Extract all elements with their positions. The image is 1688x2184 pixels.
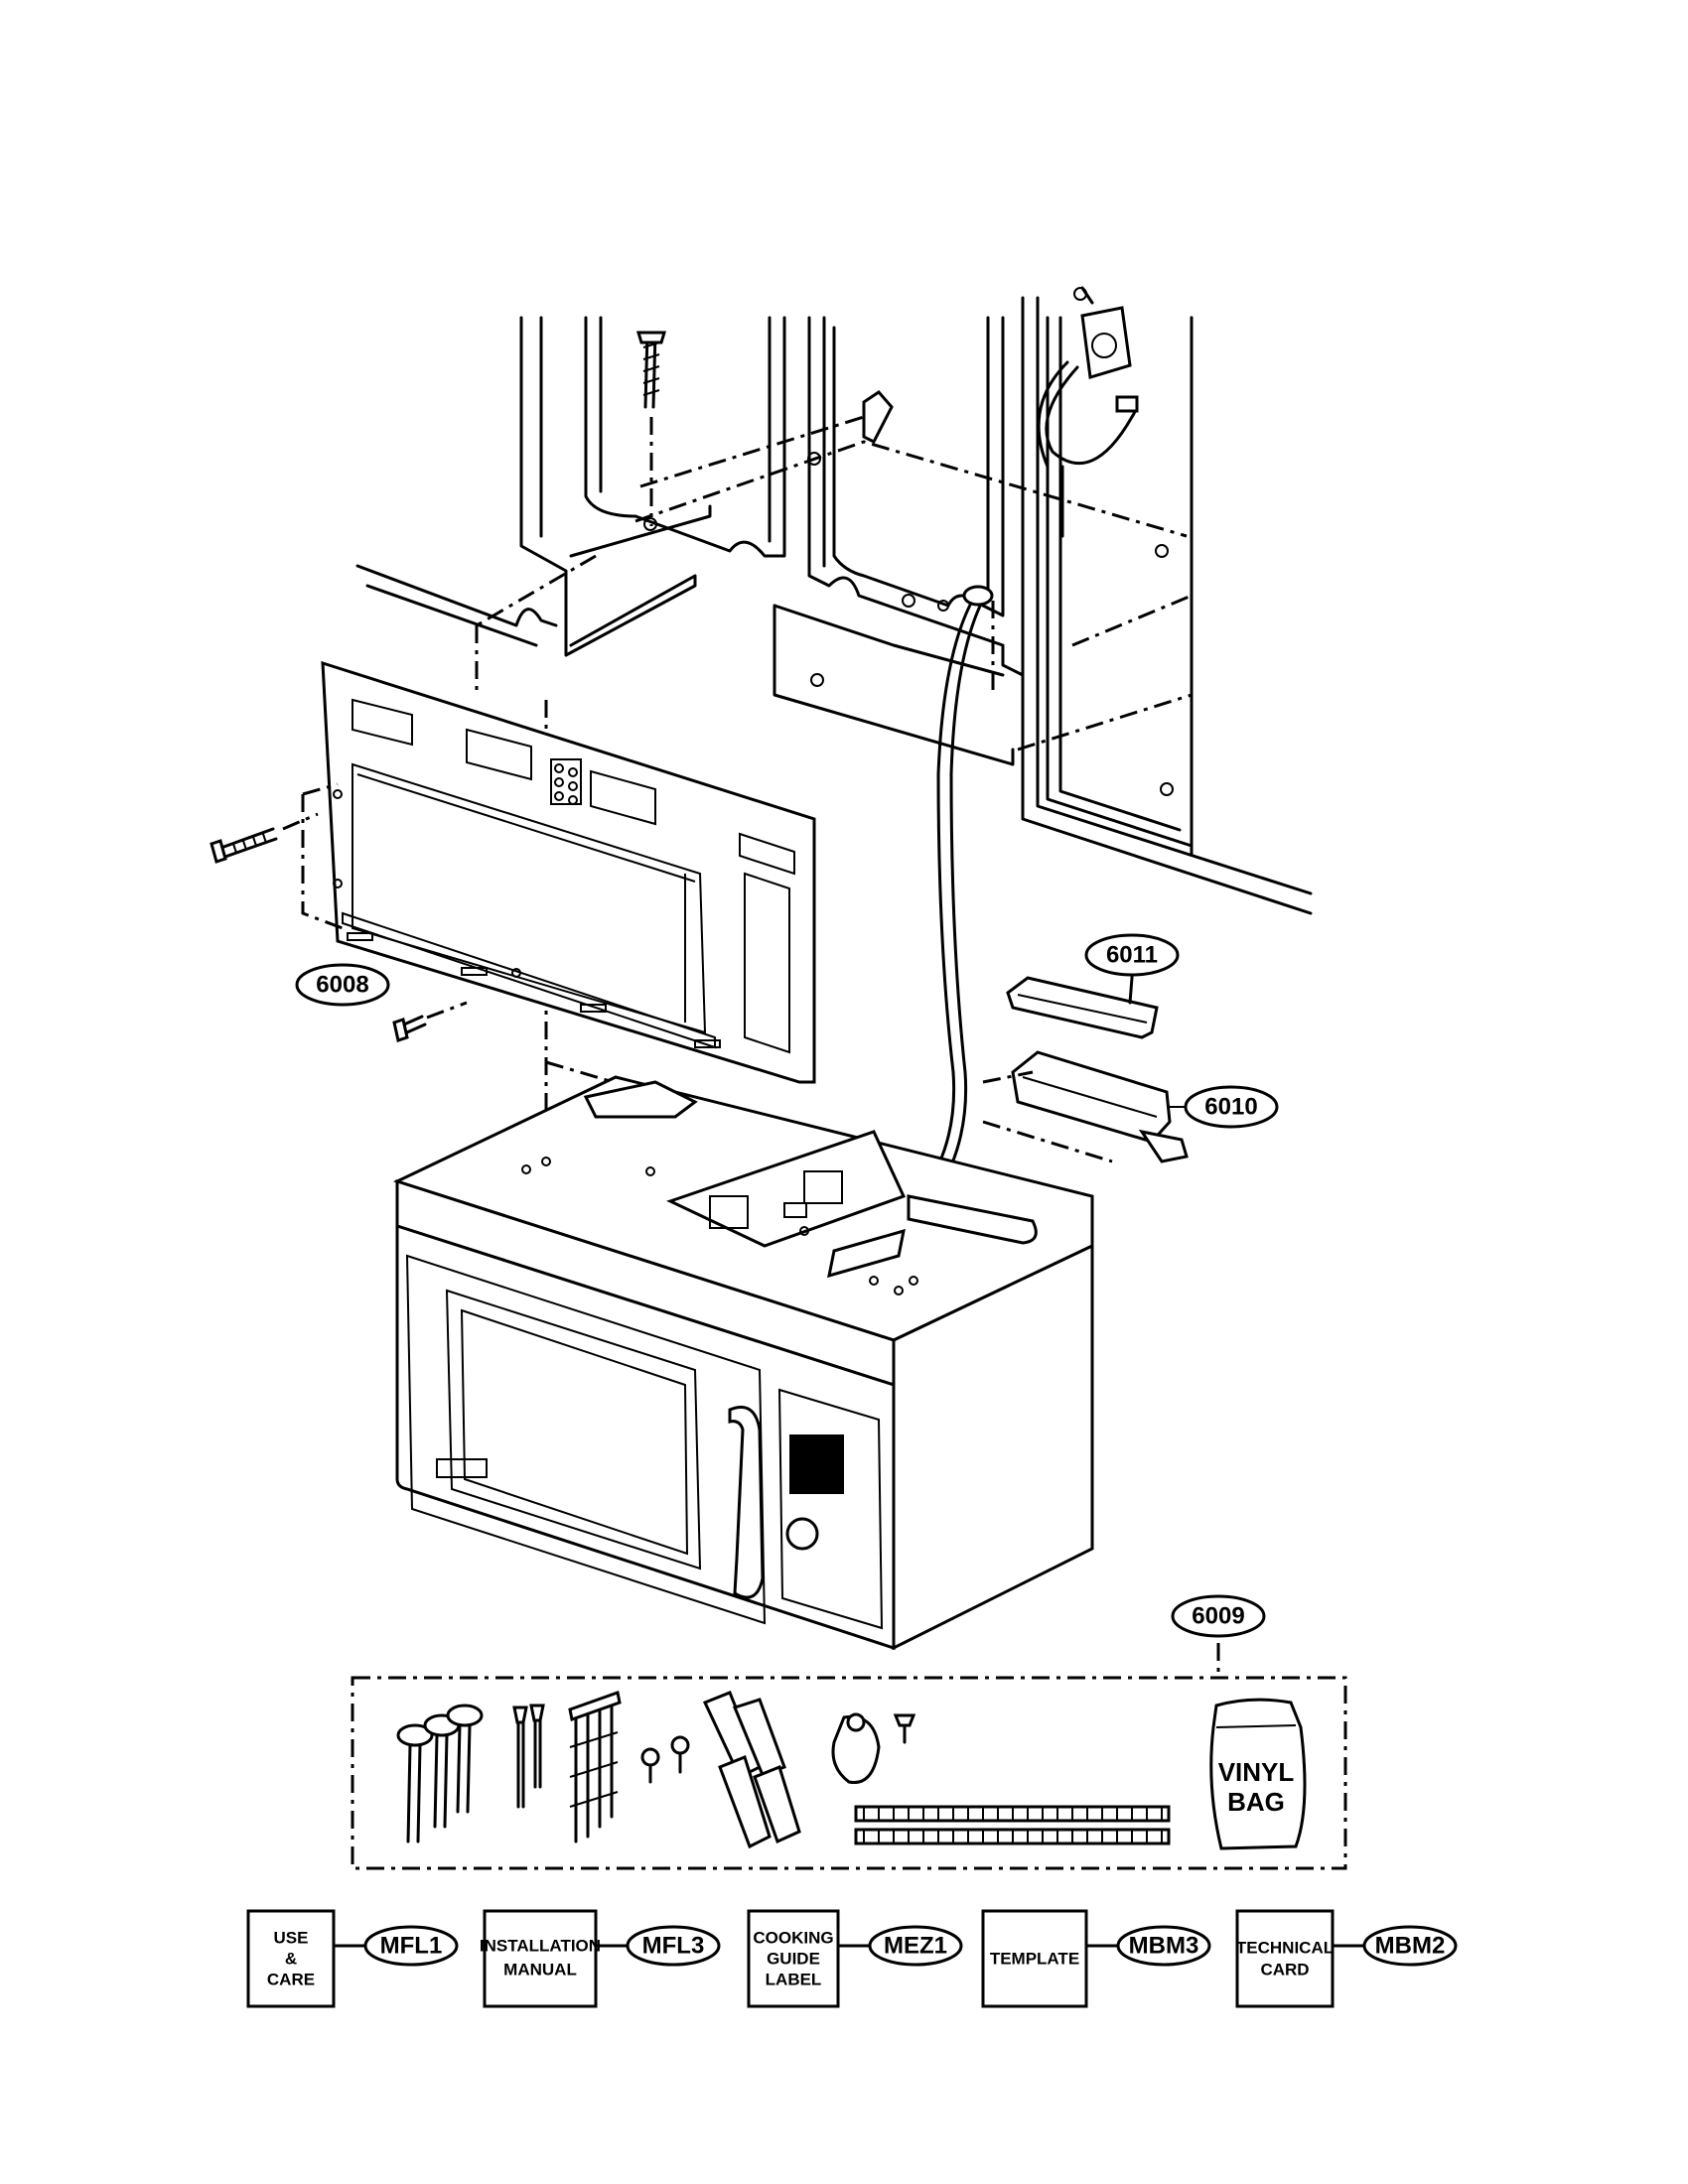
document-technical-card: TECHNICAL CARD MBM2 (1235, 1909, 1458, 2008)
use-care-line-2: & (285, 1950, 297, 1969)
callout-6008: 6008 (295, 963, 390, 1007)
use-care-line-1: USE (274, 1929, 309, 1948)
document-cooking-guide-label: COOKING GUIDE LABEL MEZ1 (747, 1909, 963, 2008)
installation-manual-line-2: MANUAL (503, 1961, 577, 1979)
plate-screws (210, 782, 468, 1042)
template-line-1: TEMPLATE (990, 1950, 1079, 1969)
callout-6009: 6009 (1171, 1594, 1266, 1638)
technical-card-line-2: CARD (1260, 1961, 1309, 1979)
callout-6011-label: 6011 (1106, 942, 1158, 969)
document-template: TEMPLATE MBM3 (981, 1909, 1211, 2008)
cooking-guide-line-3: LABEL (766, 1971, 822, 1989)
vinyl-bag-label-1: VINYL (1218, 1757, 1295, 1787)
callout-6009-label: 6009 (1192, 1603, 1244, 1630)
upper-cabinets (355, 296, 1313, 915)
wood-screws (512, 1704, 545, 1809)
document-use-care: USE & CARE MFL1 (246, 1909, 459, 2008)
use-care-code: MFL1 (380, 1933, 443, 1960)
cooking-guide-line-1: COOKING (753, 1929, 833, 1948)
spring-strips (854, 1805, 1171, 1845)
template-code: MBM3 (1129, 1933, 1199, 1960)
vinyl-bag: VINYL BAG (1209, 1698, 1307, 1850)
callout-6008-label: 6008 (316, 972, 368, 999)
document-installation-manual: INSTALLATION MANUAL MFL3 (480, 1909, 721, 2008)
cooking-guide-code: MEZ1 (884, 1933, 947, 1960)
installation-manual-code: MFL3 (642, 1933, 705, 1960)
technical-card-code: MBM2 (1375, 1933, 1446, 1960)
use-care-line-3: CARE (267, 1971, 315, 1989)
hardware-kit: VINYL BAG (351, 1643, 1347, 1870)
cooking-guide-line-2: GUIDE (767, 1950, 820, 1969)
callout-6010-label: 6010 (1204, 1094, 1257, 1121)
cord-clamp (831, 1712, 916, 1785)
mounting-plate (321, 660, 816, 1084)
callout-6010: 6010 (1170, 1085, 1279, 1129)
installation-manual-line-1: INSTALLATION (480, 1937, 601, 1956)
vinyl-bag-label-2: BAG (1227, 1787, 1285, 1817)
wall-outlet-and-cord (872, 286, 1139, 1248)
washer-screws (396, 1704, 484, 1843)
microwave-oven (392, 1075, 1094, 1651)
toggle-bolts (568, 1691, 622, 1843)
technical-card-line-1: TECHNICAL (1236, 1939, 1334, 1958)
small-screws (640, 1735, 690, 1784)
callout-6011: 6011 (1084, 933, 1180, 977)
toggle-bolt (635, 331, 894, 445)
wing-toggles (702, 1691, 801, 1849)
damper-box (982, 1050, 1189, 1163)
